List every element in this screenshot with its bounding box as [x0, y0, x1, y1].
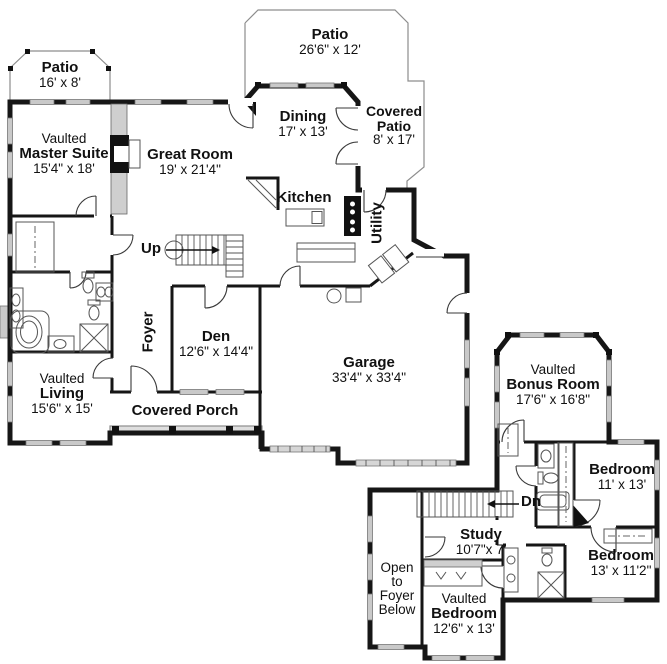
porch-posts — [8, 49, 261, 434]
room-label-great-room: Great Room 19' x 21'4" — [147, 146, 233, 177]
room-label-open-to-foyer: Open to Foyer Below — [378, 560, 416, 618]
room-label-living: Vaulted Living 15'6" x 15' — [31, 371, 93, 416]
room-label-bedroom-vaulted: Vaulted Bedroom 12'6" x 13' — [431, 591, 497, 636]
door-swings — [69, 103, 617, 589]
room-label-covered-patio: Covered Patio 8' x 17' — [365, 103, 423, 148]
room-label-master-suite: Vaulted Master Suite 15'4" x 18' — [19, 131, 109, 176]
room-label-foyer: Foyer — [139, 311, 157, 353]
room-label-patio-left: Patio 16' x 8' — [39, 59, 81, 90]
first-floor-walls — [7, 83, 657, 647]
stairs-up-label: Up — [141, 240, 161, 257]
room-label-patio-top: Patio 26'6" x 12' — [299, 26, 361, 57]
room-label-kitchen: Kitchen — [276, 189, 332, 206]
room-label-utility: Utility — [368, 202, 386, 244]
shower — [537, 571, 565, 599]
windows — [7, 82, 660, 661]
up-arrow-icon — [166, 246, 220, 254]
room-label-bonus-room: Vaulted Bonus Room 17'6" x 16'8" — [506, 362, 600, 407]
stairs-down — [416, 490, 519, 518]
stairs-dn-label: Dn — [521, 493, 541, 510]
toilet — [541, 553, 553, 567]
room-label-garage: Garage 33'4" x 33'4" — [331, 354, 407, 385]
room-label-covered-porch: Covered Porch — [131, 402, 239, 419]
master-bath-fixtures — [9, 221, 114, 354]
room-label-bedroom-right: Bedroom 13' x 11'2" — [588, 547, 654, 578]
utility-fixtures — [326, 243, 410, 304]
water-heater — [326, 288, 342, 304]
bathtub — [15, 315, 43, 349]
toilet — [88, 305, 100, 321]
room-label-dining: Dining 17' x 13' — [278, 108, 328, 139]
toilet — [82, 278, 94, 294]
kitchen-fixtures — [246, 176, 361, 263]
dn-arrow-icon — [487, 500, 519, 508]
toilet — [543, 472, 559, 484]
room-label-study: Study 10'7"x 7' — [455, 526, 507, 557]
stairs-up — [164, 234, 244, 278]
room-label-den: Den 12'6" x 14'4" — [178, 328, 254, 359]
shower — [79, 323, 109, 353]
room-label-bedroom-upper: Bedroom 11' x 13' — [589, 461, 655, 492]
garage-doors — [269, 445, 457, 467]
wall-openings — [70, 98, 616, 588]
upper-bath-fixtures — [423, 423, 653, 599]
